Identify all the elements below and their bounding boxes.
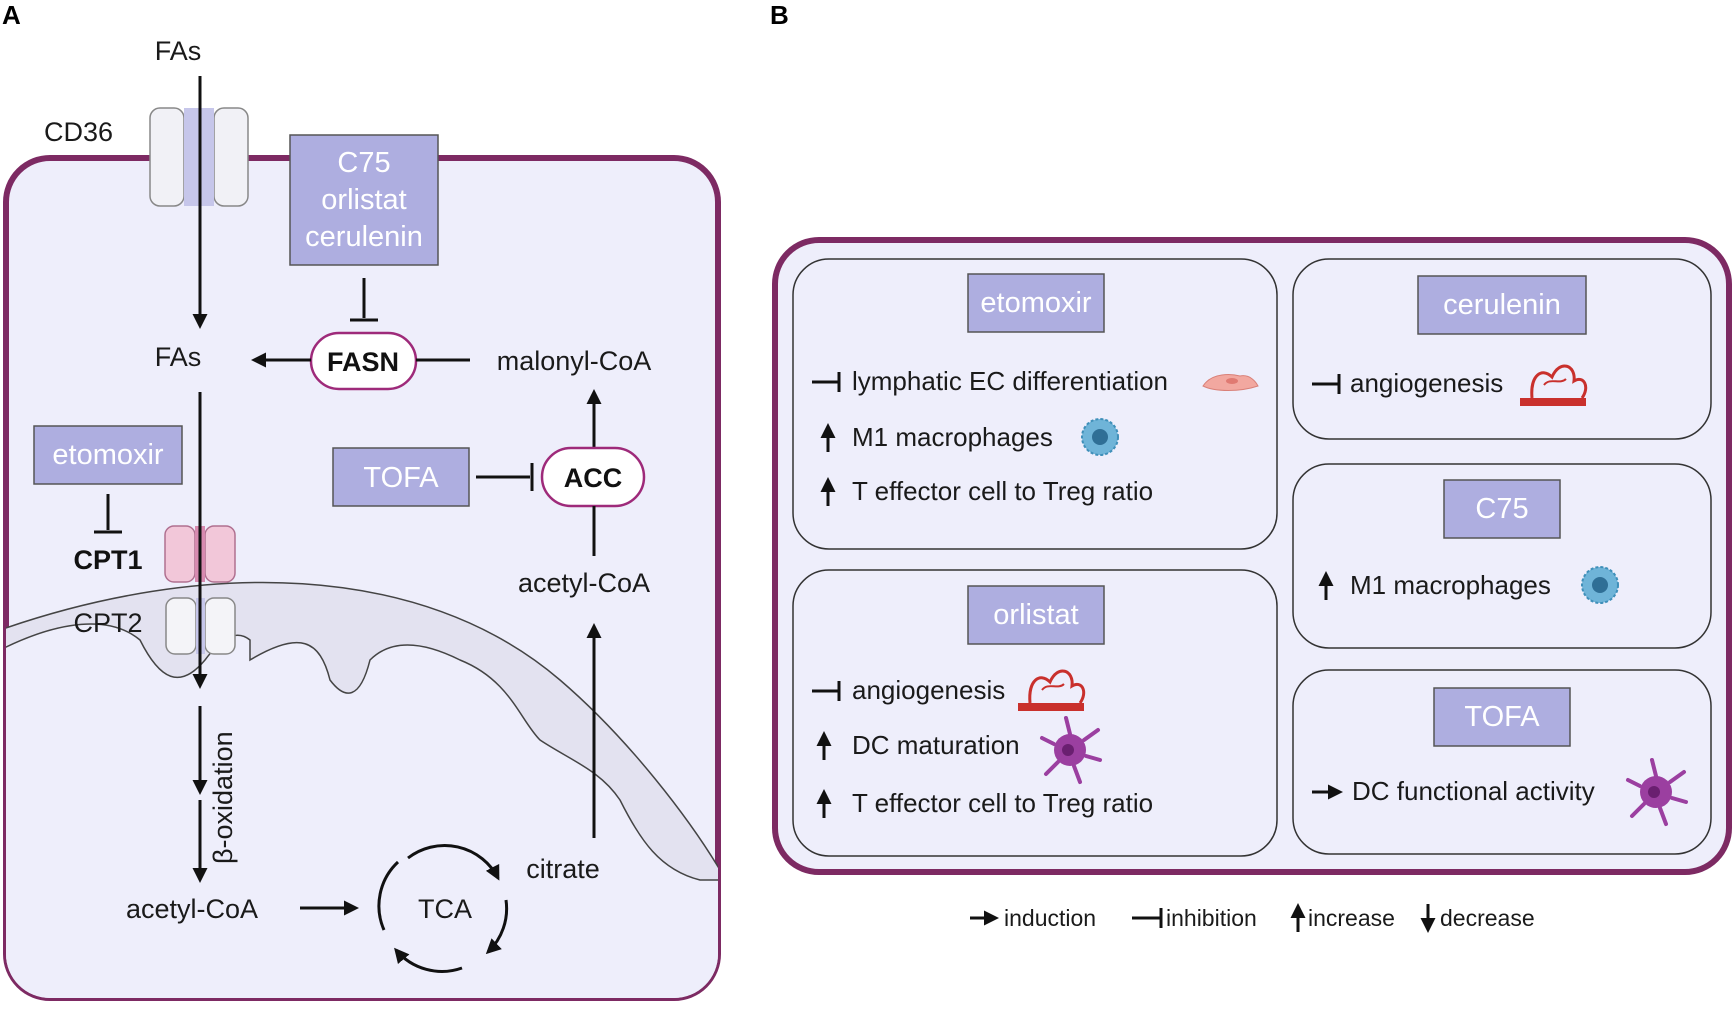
macrophage-icon: [1081, 418, 1119, 456]
inhibitor-cerulenin: cerulenin: [305, 221, 423, 253]
blood-vessel-icon: [1018, 669, 1086, 711]
acc-inhibition-symbol: [476, 463, 534, 491]
card-c75: C75 M1 macrophages: [1292, 463, 1712, 649]
inhibitor-tofa: TOFA: [363, 462, 439, 494]
card-cerulenin-effect-1: angiogenesis: [1350, 368, 1503, 398]
blood-vessel-icon: [1520, 364, 1588, 406]
tca-cycle: [377, 844, 509, 973]
citrate-label: citrate: [526, 854, 600, 884]
panel-letter-b: B: [770, 0, 789, 30]
inhibitor-box-fasn: C75 orlistat cerulenin: [289, 134, 439, 266]
cd36-transporter: [149, 107, 249, 207]
panel-b: etomoxir lymphatic EC differentiation M1…: [772, 237, 1732, 933]
inhibitor-box-acc: [332, 447, 470, 507]
card-orlistat: orlistat angiogenesis DC maturation T ef…: [792, 569, 1278, 857]
legend-increase: increase: [1308, 905, 1395, 931]
tca-label: TCA: [418, 894, 472, 924]
card-etomoxir-effect-3: T effector cell to Treg ratio: [852, 476, 1153, 506]
card-etomoxir: etomoxir lymphatic EC differentiation M1…: [792, 258, 1278, 550]
card-orlistat-title: orlistat: [993, 599, 1078, 631]
card-etomoxir-effect-1: lymphatic EC differentiation: [852, 366, 1168, 396]
card-tofa-title: TOFA: [1464, 701, 1540, 733]
beta-oxidation-label: β-oxidation: [208, 731, 238, 864]
card-tofa: TOFA DC functional activity: [1292, 669, 1712, 855]
inhibition-symbol: [1312, 374, 1341, 394]
inhibition-symbol: [812, 372, 841, 392]
fasn-inhibition-symbol: [350, 278, 378, 322]
inhibitor-box-cpt1: [33, 425, 183, 485]
card-etomoxir-title: etomoxir: [980, 287, 1092, 319]
inhibitor-orlistat: orlistat: [321, 184, 406, 216]
legend-inhibition: inhibition: [1166, 905, 1257, 931]
card-orlistat-effect-3: T effector cell to Treg ratio: [852, 788, 1153, 818]
fas-inside-label: FAs: [155, 342, 202, 372]
legend-induction: induction: [1004, 905, 1096, 931]
malonyl-coa-label: malonyl-CoA: [497, 346, 652, 376]
card-c75-title: C75: [1475, 493, 1528, 525]
legend-decrease: decrease: [1440, 905, 1535, 931]
dendritic-cell-icon: [1626, 758, 1688, 826]
cd36-label: CD36: [44, 117, 113, 147]
inhibitor-etomoxir: etomoxir: [52, 439, 164, 471]
card-etomoxir-title-box: [967, 273, 1105, 333]
acetyl-coa-cyto-label: acetyl-CoA: [518, 568, 650, 598]
inhibition-symbol: [812, 681, 841, 701]
card-cerulenin-title: cerulenin: [1443, 289, 1561, 321]
card-orlistat-effect-2: DC maturation: [852, 730, 1020, 760]
panel-letter-a: A: [2, 0, 21, 30]
cpt2-label: CPT2: [73, 608, 142, 638]
mitochondrion: [6, 581, 718, 998]
acetyl-coa-mito-label: acetyl-CoA: [126, 894, 258, 924]
card-tofa-title-box: [1433, 687, 1571, 747]
dendritic-cell-icon: [1040, 716, 1102, 784]
cpt1-inhibition-symbol: [94, 494, 122, 534]
card-cerulenin: cerulenin angiogenesis: [1292, 258, 1712, 440]
acc-label: ACC: [564, 463, 623, 493]
inhibitor-c75: C75: [337, 147, 390, 179]
card-orlistat-title-box: [967, 585, 1105, 645]
card-tofa-effect-1: DC functional activity: [1352, 776, 1595, 806]
cpt1-label: CPT1: [73, 545, 142, 575]
panel-a: CD36 FAs FAs C75 orlistat cerulenin FASN…: [3, 36, 721, 1001]
card-c75-effect-1: M1 macrophages: [1350, 570, 1551, 600]
card-c75-title-box: [1443, 479, 1561, 539]
card-cerulenin-title-box: [1417, 275, 1587, 335]
fasn-label: FASN: [327, 347, 399, 377]
lymphatic-ec-icon: [1202, 374, 1259, 391]
legend: induction inhibition increase decrease: [970, 903, 1535, 933]
macrophage-icon: [1581, 566, 1619, 604]
card-orlistat-effect-1: angiogenesis: [852, 675, 1005, 705]
card-etomoxir-effect-2: M1 macrophages: [852, 422, 1053, 452]
fas-outside-label: FAs: [155, 36, 202, 66]
